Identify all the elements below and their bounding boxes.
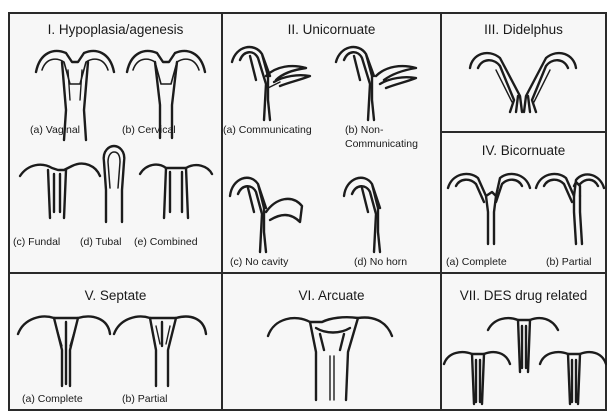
uterus-tubal-hypoplasia xyxy=(104,146,125,222)
uterus-unicornuate-no-horn xyxy=(344,178,380,252)
uterus-des-top xyxy=(488,318,558,372)
caption-bicornuate-partial: (b) Partial xyxy=(546,256,592,268)
uterus-fundal-hypoplasia xyxy=(20,164,100,218)
uterus-combined-hypoplasia xyxy=(140,165,212,218)
uterus-bicornuate-partial xyxy=(536,174,604,244)
uterus-arcuate xyxy=(268,317,392,400)
caption-communicating: (a) Communicating xyxy=(223,124,312,136)
caption-vaginal: (a) Vaginal xyxy=(30,124,80,136)
uterus-unicornuate-non-communicating xyxy=(336,47,416,120)
caption-tubal: (d) Tubal xyxy=(80,236,121,248)
caption-bicornuate-complete: (a) Complete xyxy=(446,256,507,268)
uterus-bicornuate-complete xyxy=(448,174,530,244)
uterus-des-right xyxy=(540,352,606,404)
caption-non-communicating-2: Communicating xyxy=(345,138,418,150)
uterus-septate-partial xyxy=(114,317,206,386)
uterus-des-left xyxy=(444,352,510,404)
caption-septate-partial: (b) Partial xyxy=(122,393,168,405)
uterus-unicornuate-communicating xyxy=(232,47,310,120)
caption-fundal: (c) Fundal xyxy=(13,236,60,248)
caption-non-communicating-1: (b) Non- xyxy=(345,124,384,136)
uterus-didelphus xyxy=(470,53,576,112)
caption-septate-complete: (a) Complete xyxy=(22,393,83,405)
caption-cervical: (b) Cervical xyxy=(122,124,176,136)
caption-no-horn: (d) No horn xyxy=(354,256,407,268)
uterus-septate-complete xyxy=(18,317,110,386)
uterus-unicornuate-no-cavity xyxy=(230,178,302,252)
caption-no-cavity: (c) No cavity xyxy=(230,256,288,268)
caption-combined: (e) Combined xyxy=(134,236,198,248)
